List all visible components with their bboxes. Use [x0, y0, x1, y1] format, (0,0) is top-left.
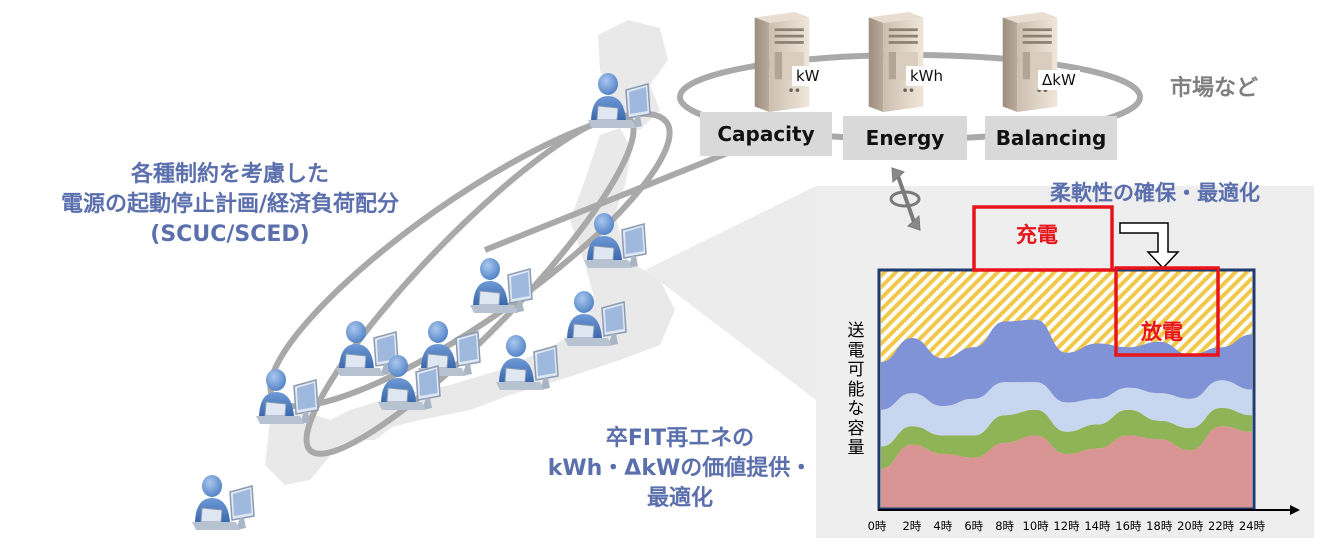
- x-tick-label: 8時: [995, 519, 1015, 533]
- x-tick-label: 22時: [1208, 519, 1235, 533]
- discharge-highlight: [1114, 266, 1220, 357]
- bidirectional-arrow-icon: [889, 167, 921, 231]
- operator-icon: [256, 368, 319, 425]
- left-heading-line1: 各種制約を考慮した: [130, 162, 329, 187]
- discharge-label: 放電: [1141, 320, 1183, 344]
- charge-highlight: [972, 205, 1114, 272]
- operator-icon: [192, 474, 255, 531]
- kwh-label: kWh: [906, 66, 948, 86]
- operator-icon: [470, 257, 533, 314]
- x-tick-label: 2時: [902, 519, 922, 533]
- bottom-heading: 卒FIT再エネの kWh・ΔkWの価値提供・ 最適化: [520, 424, 840, 514]
- left-heading-line2: 電源の起動停止計画/経済負荷配分: [60, 192, 400, 217]
- x-tick-label: 4時: [933, 519, 953, 533]
- bottom-heading-line1: 卒FIT再エネの: [605, 426, 755, 451]
- capacity-chart: [877, 268, 1256, 511]
- left-heading-line3: (SCUC/SCED): [150, 222, 310, 247]
- shift-arrow-icon: [1119, 222, 1180, 270]
- x-tick-label: 0時: [867, 519, 887, 533]
- operator-icon: [496, 334, 559, 391]
- x-tick-label: 16時: [1115, 519, 1142, 533]
- balancing-box: Balancing: [985, 116, 1117, 160]
- chart-axes: [878, 505, 1300, 515]
- chart-ylabel: 送電可能な容量: [847, 321, 865, 458]
- server-icon: [1002, 12, 1058, 112]
- server-icon: [754, 12, 810, 112]
- kw-label: kW: [792, 66, 824, 86]
- x-tick-label: 24時: [1238, 519, 1266, 533]
- energy-box: Energy: [843, 116, 967, 160]
- series-green-area: [881, 407, 1252, 469]
- left-heading: 各種制約を考慮した 電源の起動停止計画/経済負荷配分 (SCUC/SCED): [10, 160, 450, 250]
- series-blue-area: [881, 319, 1252, 410]
- bottom-heading-line2: kWh・ΔkWの価値提供・: [547, 456, 813, 481]
- charge-label: 充電: [1016, 223, 1058, 247]
- flex-title: 柔軟性の確保・最適化: [1050, 181, 1260, 205]
- bottom-heading-line3: 最適化: [646, 486, 713, 511]
- x-tick-label: 10時: [1022, 519, 1049, 533]
- market-label: 市場など: [1170, 76, 1259, 101]
- series-pink-area: [881, 426, 1252, 509]
- server-icon: [868, 12, 924, 112]
- x-tick-label: 20時: [1177, 519, 1204, 533]
- series-lightblue-area: [881, 380, 1252, 447]
- x-tick-label: 12時: [1053, 519, 1080, 533]
- x-tick-label: 18時: [1146, 519, 1173, 533]
- x-tick-label: 6時: [964, 519, 984, 533]
- zoom-wedge: [645, 186, 816, 400]
- capacity-box: Capacity: [700, 112, 832, 156]
- dkw-label: ΔkW: [1038, 70, 1080, 90]
- x-tick-label: 14時: [1084, 519, 1111, 533]
